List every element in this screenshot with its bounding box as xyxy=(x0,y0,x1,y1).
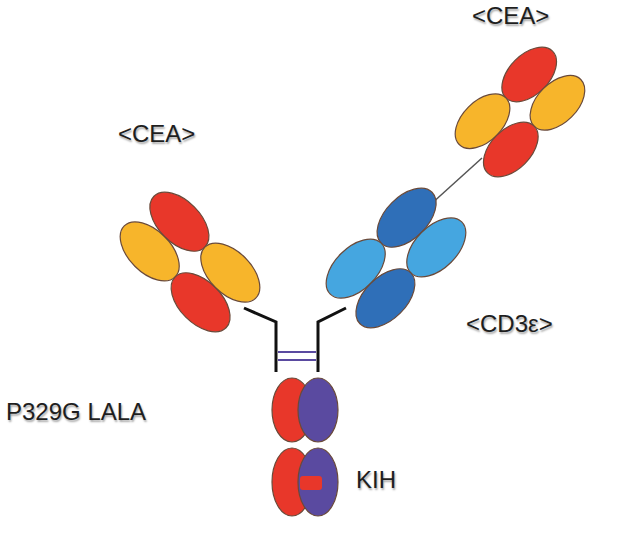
fab-domain xyxy=(473,112,548,187)
hinge-line xyxy=(244,308,276,372)
cd3-fab xyxy=(315,177,476,338)
fab-domain xyxy=(345,258,426,339)
hinge-line xyxy=(318,308,346,372)
mutation-label: KIH xyxy=(356,466,396,495)
fab-domain xyxy=(190,232,271,313)
target-label: <CD3ε> xyxy=(466,310,553,339)
cea-fab xyxy=(109,181,270,342)
antibody-body xyxy=(109,37,595,516)
fc-domain xyxy=(298,448,338,516)
linker xyxy=(430,158,482,205)
target-label: <CEA> xyxy=(472,2,549,31)
fc-domain xyxy=(298,378,338,442)
cea-fab xyxy=(445,37,595,187)
disulfide-bond xyxy=(278,351,316,353)
disulfide-bond xyxy=(278,359,316,361)
target-label: <CEA> xyxy=(118,120,195,149)
knob xyxy=(300,476,322,490)
mutation-label: P329G LALA xyxy=(6,398,146,427)
